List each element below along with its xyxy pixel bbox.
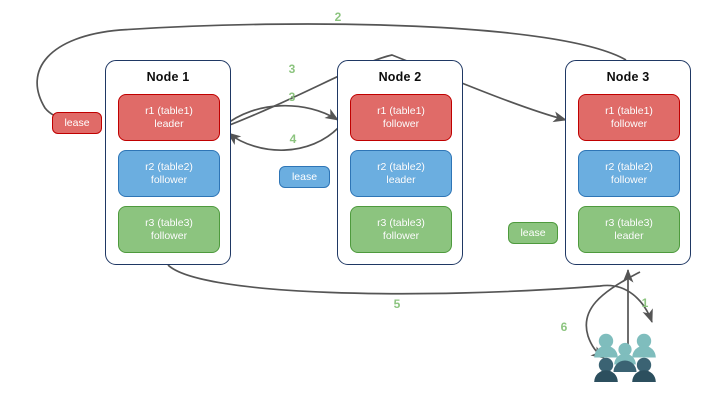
step-label-1: 1 xyxy=(641,296,649,310)
step-label-6: 6 xyxy=(560,320,568,334)
replica-box-r2[interactable]: r2 (table2) leader xyxy=(350,150,452,197)
edge-5 xyxy=(167,264,653,323)
edge-3-upper xyxy=(221,54,567,129)
step-label-3-lower: 3 xyxy=(288,90,296,104)
replica-role: follower xyxy=(150,173,188,186)
replica-name: r3 (table3) xyxy=(145,216,193,229)
replica-role: leader xyxy=(154,117,184,130)
step-label-5: 5 xyxy=(393,297,401,311)
edge-2 xyxy=(36,23,627,128)
replica-role: follower xyxy=(610,173,648,186)
replica-name: r1 (table1) xyxy=(377,104,425,117)
replica-name: r2 (table2) xyxy=(377,160,425,173)
node-card-2[interactable]: Node 2 r1 (table1) follower r2 (table2) … xyxy=(337,60,463,265)
replica-name: r3 (table3) xyxy=(605,216,653,229)
step-label-4: 4 xyxy=(289,132,297,146)
edge-3-lower xyxy=(223,104,339,127)
replica-box-r3[interactable]: r3 (table3) follower xyxy=(118,206,220,253)
replica-role: follower xyxy=(150,229,188,242)
lease-chip-blue[interactable]: lease xyxy=(279,166,330,188)
replica-name: r1 (table1) xyxy=(145,104,193,117)
replica-name: r2 (table2) xyxy=(605,160,653,173)
users-icon xyxy=(594,333,656,382)
replica-role: follower xyxy=(382,229,420,242)
replica-box-r1[interactable]: r1 (table1) follower xyxy=(350,94,452,141)
node-card-3[interactable]: Node 3 r1 (table1) follower r2 (table2) … xyxy=(565,60,691,265)
replica-box-r2[interactable]: r2 (table2) follower xyxy=(578,150,680,197)
node-card-1[interactable]: Node 1 r1 (table1) leader r2 (table2) fo… xyxy=(105,60,231,265)
node-title: Node 3 xyxy=(606,70,650,84)
replica-box-r3[interactable]: r3 (table3) leader xyxy=(578,206,680,253)
lease-chip-green[interactable]: lease xyxy=(508,222,558,244)
replica-name: r3 (table3) xyxy=(377,216,425,229)
replica-name: r2 (table2) xyxy=(145,160,193,173)
replica-role: follower xyxy=(610,117,648,130)
step-label-3-upper: 3 xyxy=(288,62,296,76)
replica-role: leader xyxy=(614,229,644,242)
replica-box-r1[interactable]: r1 (table1) follower xyxy=(578,94,680,141)
replica-box-r1[interactable]: r1 (table1) leader xyxy=(118,94,220,141)
node-title: Node 2 xyxy=(378,70,422,84)
node-title: Node 1 xyxy=(146,70,190,84)
replica-role: follower xyxy=(382,117,420,130)
replica-box-r3[interactable]: r3 (table3) follower xyxy=(350,206,452,253)
replica-box-r2[interactable]: r2 (table2) follower xyxy=(118,150,220,197)
replica-name: r1 (table1) xyxy=(605,104,653,117)
step-label-2: 2 xyxy=(334,10,342,24)
edge-4 xyxy=(227,125,341,151)
lease-chip-red[interactable]: lease xyxy=(52,112,102,134)
replica-role: leader xyxy=(386,173,416,186)
